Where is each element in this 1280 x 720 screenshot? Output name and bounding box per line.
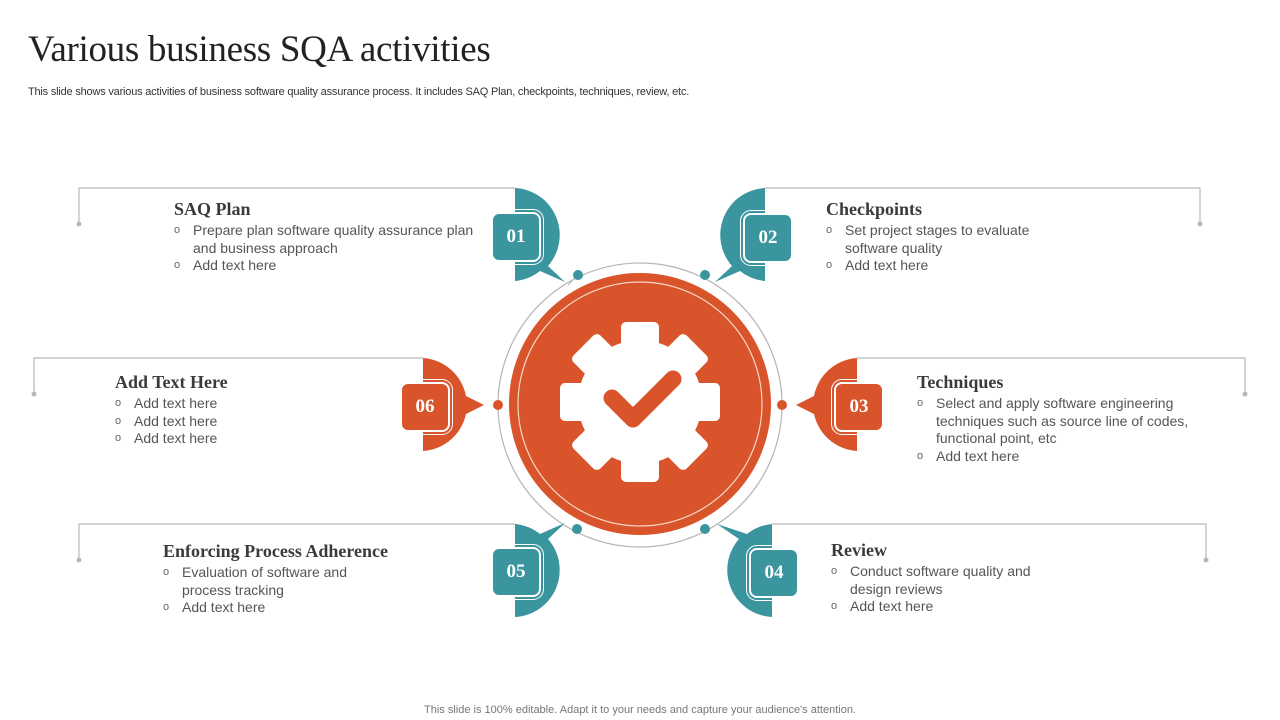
badge-06: 06 (397, 379, 453, 435)
slide-title: Various business SQA activities (28, 29, 491, 70)
bullet-icon: o (163, 566, 170, 578)
bullet-icon: o (115, 432, 122, 445)
badge-04: 04 (746, 545, 802, 601)
bullet-icon: o (826, 224, 833, 236)
badge-01: 01 (488, 209, 544, 265)
bullet-icon: o (163, 601, 170, 614)
activity-title: Add Text Here (115, 372, 228, 392)
connector-end-dots (31, 221, 1248, 563)
bullet-icon: o (115, 397, 122, 409)
bullet-icon: o (917, 397, 924, 409)
badge-05: 05 (488, 544, 544, 600)
bullet-icon: o (831, 565, 838, 577)
slide-subtitle: This slide shows various activities of b… (28, 86, 690, 98)
bullet-icon: o (826, 259, 833, 272)
badge-03: 03 (831, 379, 887, 435)
activity-title: SAQ Plan (174, 199, 251, 219)
bullet-icon: o (831, 600, 838, 613)
activity-title: Review (831, 540, 887, 560)
badge-02: 02 (740, 210, 796, 266)
activity-title: Checkpoints (826, 199, 923, 219)
activity-title: Enforcing Process Adherence (163, 541, 388, 561)
ring-dots (493, 270, 787, 534)
bullet-icon: o (174, 259, 181, 272)
bullet-icon: o (115, 414, 122, 427)
bullet-icon: o (174, 224, 181, 236)
connector-lines (33, 187, 1246, 560)
gear-checkmark-icon (560, 322, 720, 482)
bullet-icon: o (917, 449, 924, 462)
slide-footer: This slide is 100% editable. Adapt it to… (424, 704, 856, 716)
activity-title: Techniques (917, 372, 1004, 392)
